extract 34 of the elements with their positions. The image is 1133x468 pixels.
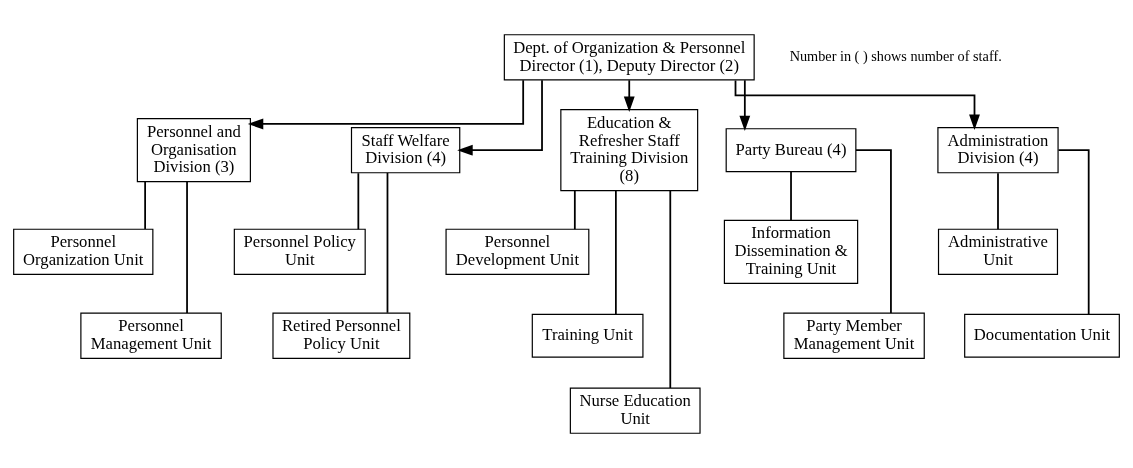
connector (669, 189, 672, 389)
node-box: Staff Welfare Division (4) (350, 126, 461, 174)
node-box: Information Dissemination & Training Unit (723, 219, 859, 284)
connector (357, 172, 360, 231)
node-box: Documentation Unit (964, 313, 1120, 358)
connector (855, 149, 892, 314)
node-box: Training Unit (531, 313, 644, 358)
node-box: Party Member Management Unit (783, 312, 925, 359)
node-box: Dept. of Organization & Personnel Director (1), Deputy Director (2) (503, 34, 755, 81)
node-box: Education & Refresher Staff Training Division (8) (560, 109, 699, 192)
connector (1057, 149, 1090, 315)
connector (790, 170, 792, 222)
node-box: Administrative Unit (937, 228, 1059, 276)
node-box: Personnel Development Unit (445, 228, 590, 276)
connector (997, 172, 999, 231)
label: Number in ( ) shows number of staff. (789, 48, 1002, 65)
arrow (734, 79, 980, 130)
node-box: Party Bureau (4) (725, 128, 857, 173)
arrow (247, 79, 525, 130)
node-box: Personnel and Organisation Division (3) (136, 118, 251, 183)
connector (614, 189, 617, 316)
node-box: Personnel Management Unit (80, 312, 222, 359)
arrow (739, 79, 751, 132)
connector (144, 180, 146, 230)
node-box: Personnel Organization Unit (13, 228, 154, 276)
node-box: Nurse Education Unit (569, 387, 701, 434)
connector (573, 190, 576, 231)
node-box: Personnel Policy Unit (233, 228, 366, 276)
connector (386, 172, 389, 314)
connector (186, 181, 188, 314)
arrow (457, 79, 543, 156)
arrow (623, 79, 635, 113)
node-box: Administration Division (4) (937, 126, 1059, 174)
node-box: Retired Personnel Policy Unit (272, 312, 411, 359)
